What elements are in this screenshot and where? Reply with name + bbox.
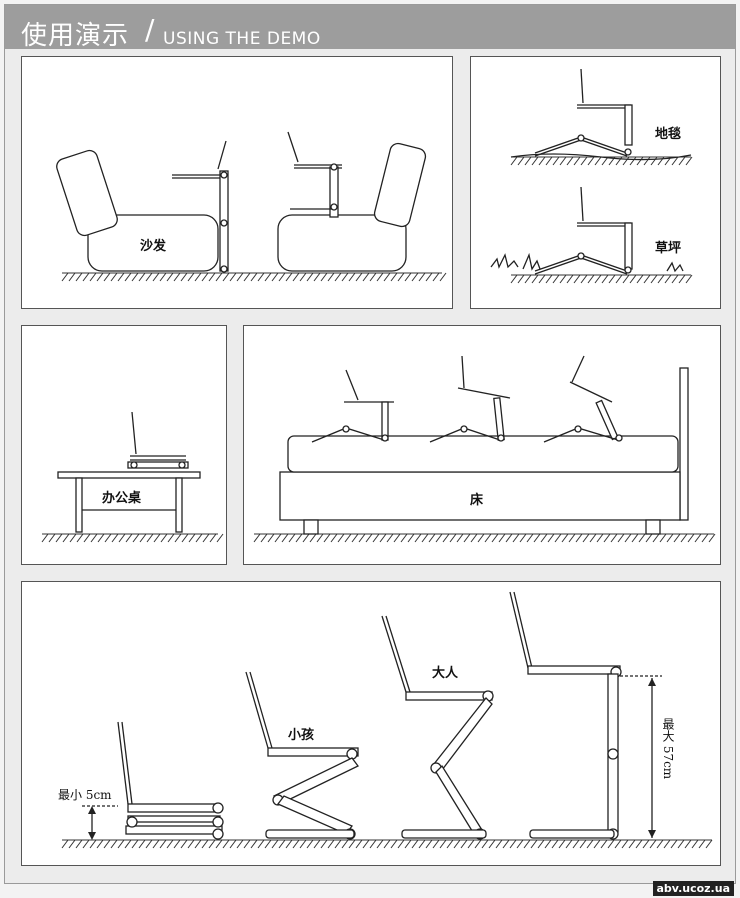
stand-child [245,671,359,840]
page-title-cn: 使用演示 [21,21,130,51]
label-carpet: 地毯 [655,127,682,142]
sofa-left [56,149,219,272]
desk-illustration [41,411,224,543]
watermark: abv.ucoz.ua [652,881,734,896]
panel-desk: 办公桌 [21,325,227,565]
label-sofa: 沙发 [140,239,167,254]
label-adult: 大人 [432,666,459,681]
min-height-arrow [82,805,118,840]
header-bar: 使用演示 / USING THE DEMO [5,5,735,51]
stand-left [172,140,229,273]
label-child: 小孩 [288,728,315,743]
panel-sofa: 沙发 [21,56,453,309]
carpet-lawn-illustration [490,68,693,284]
panel-bed: 床 [243,325,721,565]
page-title-en: USING THE DEMO [163,29,321,49]
bed-illustration [253,355,716,543]
label-desk: 办公桌 [102,491,142,506]
title-slash: / [145,13,155,46]
label-max-height: 最大 57cm [661,718,675,780]
panel-height-range: 小孩 大人 最小 5cm 最大 57cm [21,581,721,866]
stand-bed-3 [543,355,623,443]
label-bed: 床 [470,493,484,508]
stand-folded [117,721,224,840]
ground-hatch [61,272,447,282]
stand-desk [127,411,189,469]
height-range-illustration [61,591,713,849]
label-min-height: 最小 5cm [58,788,112,802]
stand-carpet [510,68,692,161]
panel-carpet-lawn: 地毯 草坪 [470,56,721,309]
stand-max [509,591,622,840]
stand-right [287,131,342,218]
office-desk [57,471,201,533]
stand-bed-1 [311,369,394,443]
label-lawn: 草坪 [655,241,682,256]
sofa-illustration [56,131,447,282]
stand-lawn [490,186,684,275]
max-height-arrow [620,675,662,838]
bed [279,367,689,535]
demo-frame: 使用演示 / USING THE DEMO [4,4,736,884]
stand-bed-2 [429,355,511,443]
sofa-right [277,142,427,272]
stand-adult [381,615,494,840]
